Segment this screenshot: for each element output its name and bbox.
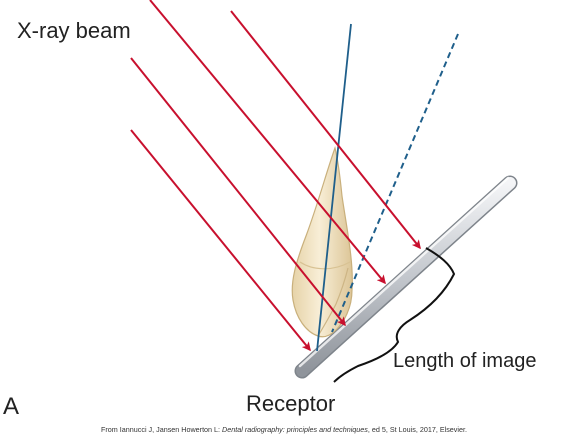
credit-suffix: , ed 5, St Louis, 2017, Elsevier.	[368, 425, 467, 434]
beam-arrow	[230, 10, 421, 250]
xray-beam-arrows	[130, 0, 421, 352]
beam-arrow	[130, 57, 346, 327]
beam-arrow	[149, 0, 386, 285]
credit-title: Dental radiography: principles and techn…	[222, 425, 368, 434]
credit-prefix: From Iannucci J, Jansen Howerton L:	[101, 425, 222, 434]
tooth-cej-line	[299, 261, 351, 270]
image-length-bracket	[333, 247, 456, 383]
receptor-plate	[294, 175, 518, 379]
beam-arrow	[130, 129, 311, 352]
xray-beam-label: X-ray beam	[17, 18, 131, 43]
tooth	[291, 145, 353, 338]
receptor-label: Receptor	[246, 391, 335, 416]
tooth-shape	[291, 145, 353, 338]
panel-label: A	[3, 393, 19, 420]
bisecting-line	[331, 33, 459, 333]
source-credit: From Iannucci J, Jansen Howerton L: Dent…	[101, 425, 467, 434]
image-length-label: Length of image	[393, 350, 536, 372]
tooth-crown-edge	[317, 267, 349, 337]
